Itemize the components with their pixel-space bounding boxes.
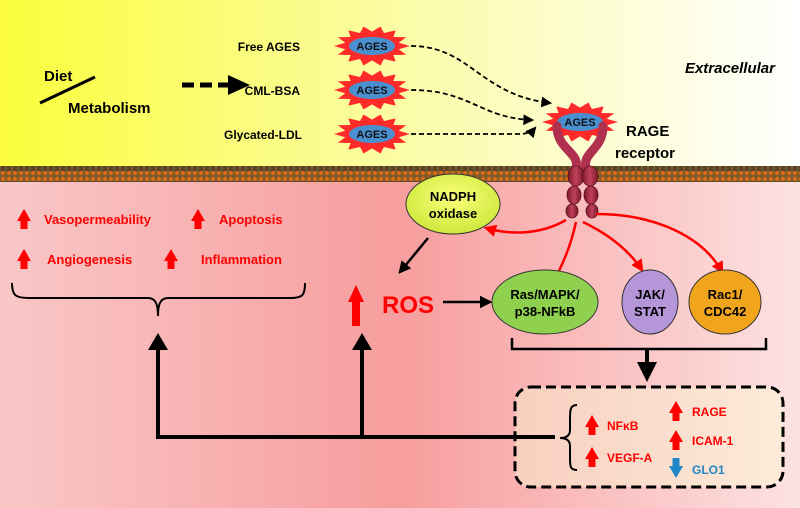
diet-dashed-arrow <box>182 75 250 95</box>
down-arrow-icon <box>669 458 683 478</box>
rage-receptor-label-2: receptor <box>615 145 675 162</box>
up-arrow-icon <box>164 249 178 269</box>
pathway-node <box>621 269 679 335</box>
pathway-label: Ras/MAPK/ <box>510 287 580 302</box>
ages-to-rage-arrows <box>410 45 553 139</box>
ages-badge: AGES <box>334 70 410 110</box>
up-arrow-icon <box>669 401 683 421</box>
gene-up-label: NFκB <box>607 419 639 433</box>
feedback-arrowhead-effects <box>148 333 168 350</box>
ros-up-arrow <box>348 285 364 326</box>
gene-down-label: GLO1 <box>692 463 725 477</box>
ros-label: ROS <box>382 292 434 319</box>
up-arrow-icon <box>17 209 31 229</box>
up-arrow-icon <box>669 430 683 450</box>
metabolism-label: Metabolism <box>68 100 151 117</box>
ages-source-label: Glycated-LDL <box>224 128 302 142</box>
pathway-label: STAT <box>634 304 666 319</box>
ages-badge: AGES <box>334 26 410 66</box>
receptor-ages-badge-text: AGES <box>564 117 595 129</box>
gene-up-label: RAGE <box>692 405 727 419</box>
pathway-bracket <box>510 338 768 351</box>
pathway-label: p38-NFkB <box>515 304 576 319</box>
pathway-label: Rac1/ <box>708 287 743 302</box>
gene-expression-box <box>513 385 785 489</box>
effect-label: Inflammation <box>201 252 282 267</box>
rage-receptor <box>552 121 608 219</box>
feedback-arrows <box>156 348 555 439</box>
nadph-label-1: NADPH <box>430 189 476 204</box>
feedback-arrowhead-ros <box>352 333 372 350</box>
ages-badge-text: AGES <box>356 85 387 97</box>
diet-label: Diet <box>44 68 72 85</box>
cell-membrane <box>0 166 800 182</box>
nadph-oxidase-node <box>405 173 501 235</box>
gene-box-brace <box>559 404 578 471</box>
effect-label: Apoptosis <box>219 212 283 227</box>
up-arrow-icon <box>585 447 599 467</box>
gene-up-label: ICAM-1 <box>692 434 734 448</box>
nadph-to-ros-arrow <box>398 237 429 274</box>
up-arrow-icon <box>17 249 31 269</box>
effects-brace <box>11 282 306 317</box>
ages-source-label: CML-BSA <box>245 84 301 98</box>
diet-slash <box>39 75 96 105</box>
up-arrow-icon <box>585 415 599 435</box>
ages-badge: AGES <box>334 114 410 154</box>
ages-badge-text: AGES <box>356 129 387 141</box>
nadph-label-2: oxidase <box>429 206 477 221</box>
ages-source-label: Free AGES <box>238 40 300 54</box>
effect-label: Vasopermeability <box>44 212 152 227</box>
extracellular-label: Extracellular <box>685 60 776 77</box>
pathway-node <box>688 269 762 335</box>
pathway-label: CDC42 <box>704 304 747 319</box>
pathway-label: JAK/ <box>635 287 665 302</box>
ages-badge-text: AGES <box>356 41 387 53</box>
gene-up-label: VEGF-A <box>607 451 653 465</box>
pathway-node <box>491 269 599 335</box>
rage-receptor-label-1: RAGE <box>626 123 669 140</box>
effect-label: Angiogenesis <box>47 252 132 267</box>
up-arrow-icon <box>191 209 205 229</box>
